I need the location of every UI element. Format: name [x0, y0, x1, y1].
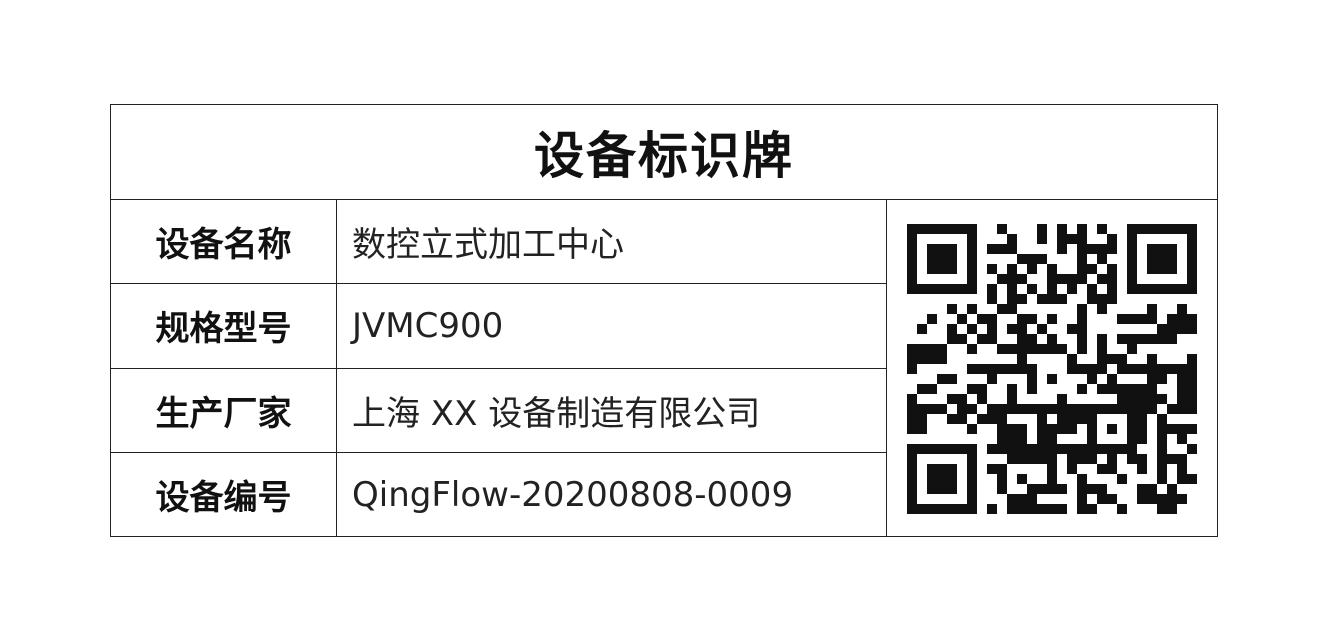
- label-model: 规格型号: [111, 284, 337, 368]
- row-equipment-id: 设备编号 QingFlow-20200808-0009: [111, 452, 886, 537]
- row-manufacturer: 生产厂家 上海 XX 设备制造有限公司: [111, 368, 886, 453]
- value-equipment-id: QingFlow-20200808-0009: [352, 474, 794, 515]
- qr-code-icon: [907, 223, 1197, 514]
- nameplate-title: 设备标识牌: [111, 105, 1217, 200]
- equipment-nameplate: 设备标识牌 设备名称 数控立式加工中心 规格型号 JVMC900 生产厂家 上海…: [110, 104, 1218, 537]
- label-equipment-id: 设备编号: [111, 452, 337, 537]
- nameplate-body: 设备名称 数控立式加工中心 规格型号 JVMC900 生产厂家 上海 XX 设备…: [111, 200, 1217, 537]
- label-equipment-name: 设备名称: [111, 200, 337, 284]
- qr-cell: [887, 200, 1217, 537]
- value-model: JVMC900: [352, 305, 504, 346]
- row-equipment-name: 设备名称 数控立式加工中心: [111, 200, 886, 285]
- value-manufacturer: 上海 XX 设备制造有限公司: [352, 393, 761, 434]
- row-model: 规格型号 JVMC900: [111, 284, 886, 369]
- label-manufacturer: 生产厂家: [111, 368, 337, 452]
- info-table: 设备名称 数控立式加工中心 规格型号 JVMC900 生产厂家 上海 XX 设备…: [111, 200, 887, 537]
- value-equipment-name: 数控立式加工中心: [352, 225, 624, 266]
